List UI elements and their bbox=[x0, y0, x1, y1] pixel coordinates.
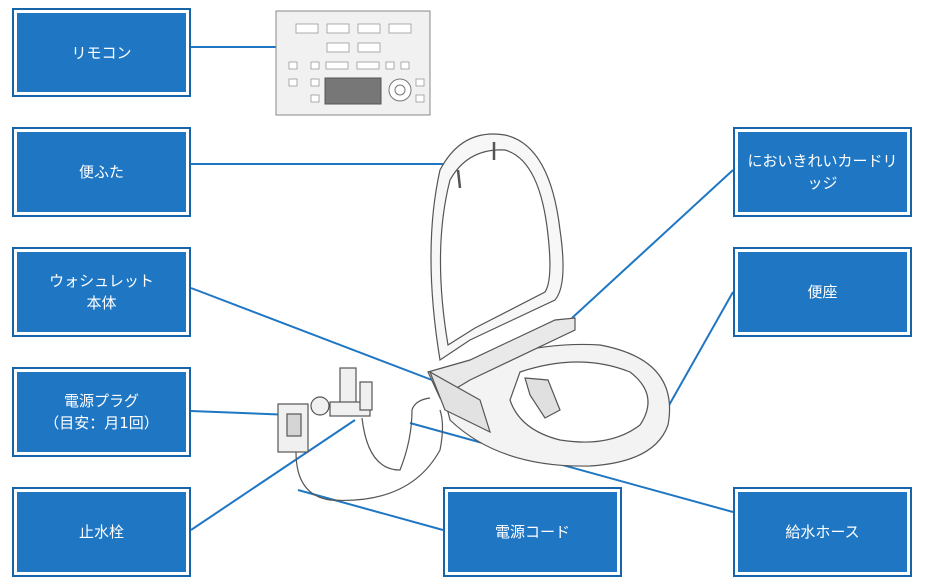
label-remote: リモコン bbox=[13, 9, 190, 96]
leader-cord bbox=[297, 489, 444, 531]
leader-hose bbox=[409, 422, 734, 513]
label-water-hose: 給水ホース bbox=[734, 488, 911, 576]
remote-control-drawing bbox=[275, 10, 431, 116]
label-lid: 便ふた bbox=[13, 128, 190, 216]
label-power-plug: 電源プラグ （目安：月1回） bbox=[13, 368, 190, 456]
label-power-cord: 電源コード bbox=[444, 488, 621, 576]
toilet-seat-drawing bbox=[427, 133, 671, 467]
cord-path bbox=[295, 409, 444, 502]
label-seat: 便座 bbox=[734, 248, 911, 336]
leader-plug bbox=[190, 410, 293, 416]
plumbing-drawing bbox=[277, 367, 373, 453]
label-washlet-body: ウォシュレット 本体 bbox=[13, 248, 190, 336]
leader-valve bbox=[190, 419, 356, 531]
leader-body bbox=[190, 287, 433, 381]
leader-cartridge bbox=[571, 169, 734, 319]
label-deodorizer-cartridge: においきれいカードリ ッジ bbox=[734, 128, 911, 216]
hose-path bbox=[361, 397, 431, 471]
label-stop-valve: 止水栓 bbox=[13, 488, 190, 576]
